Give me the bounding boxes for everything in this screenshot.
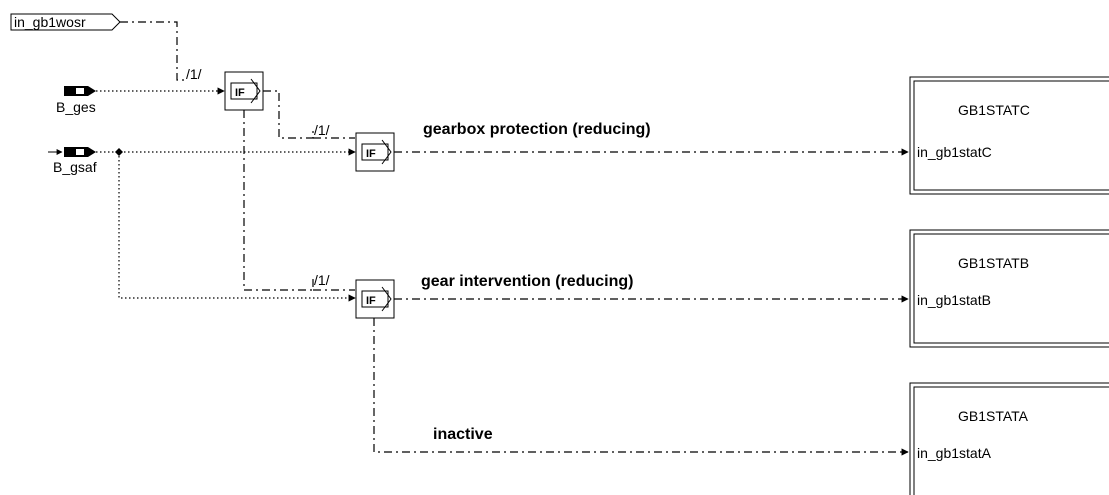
wire-if1-else (243, 110, 314, 291)
port-block-icon (64, 86, 72, 96)
input-port-b-ges[interactable]: B_ges (56, 86, 96, 115)
wire-label-1: /1/ (186, 66, 202, 82)
subsystem-port-label: in_gb1statA (917, 445, 992, 461)
wire-label-3: /1/ (314, 272, 330, 288)
subsystem-title: GB1STATC (958, 102, 1030, 118)
input-tag-in-gb1wosr[interactable]: in_gb1wosr (10, 13, 121, 31)
if-block-3[interactable]: IF (355, 279, 395, 319)
subsystem-port-label: in_gb1statB (917, 292, 991, 308)
subsystem-title: GB1STATA (958, 408, 1029, 424)
input-label-b-ges: B_ges (56, 99, 96, 115)
branch-label-gearbox-protection: gearbox protection (reducing) (423, 121, 651, 138)
wire-in-gb1wosr (120, 21, 187, 81)
subsystem-gb1statb[interactable]: GB1STATB in_gb1statB (909, 229, 1109, 348)
if-icon-label: IF (366, 295, 376, 307)
wire-label-2: /1/ (314, 122, 330, 138)
if-icon-label: IF (235, 87, 245, 99)
subsystem-title: GB1STATB (958, 255, 1029, 271)
subsystem-port-label: in_gb1statC (917, 144, 992, 160)
if-block-1[interactable]: IF (224, 71, 264, 111)
wire-b-gsaf-to-if3 (118, 152, 356, 302)
input-label-b-gsaf: B_gsaf (53, 159, 97, 175)
subsystem-gb1statc[interactable]: GB1STATC in_gb1statC (909, 76, 1109, 195)
wire-if3-else-to-gb1stata (373, 318, 909, 456)
branch-label-gear-intervention: gear intervention (reducing) (421, 273, 633, 290)
input-label-in-gb1wosr: in_gb1wosr (14, 14, 86, 30)
wire-if1-out (263, 90, 314, 139)
branch-label-inactive: inactive (433, 426, 493, 443)
if-block-2[interactable]: IF (355, 132, 395, 172)
subsystem-gb1stata[interactable]: GB1STATA in_gb1statA (909, 382, 1109, 495)
if-icon-label: IF (366, 148, 376, 160)
input-port-b-gsaf[interactable]: B_gsaf (48, 147, 123, 175)
